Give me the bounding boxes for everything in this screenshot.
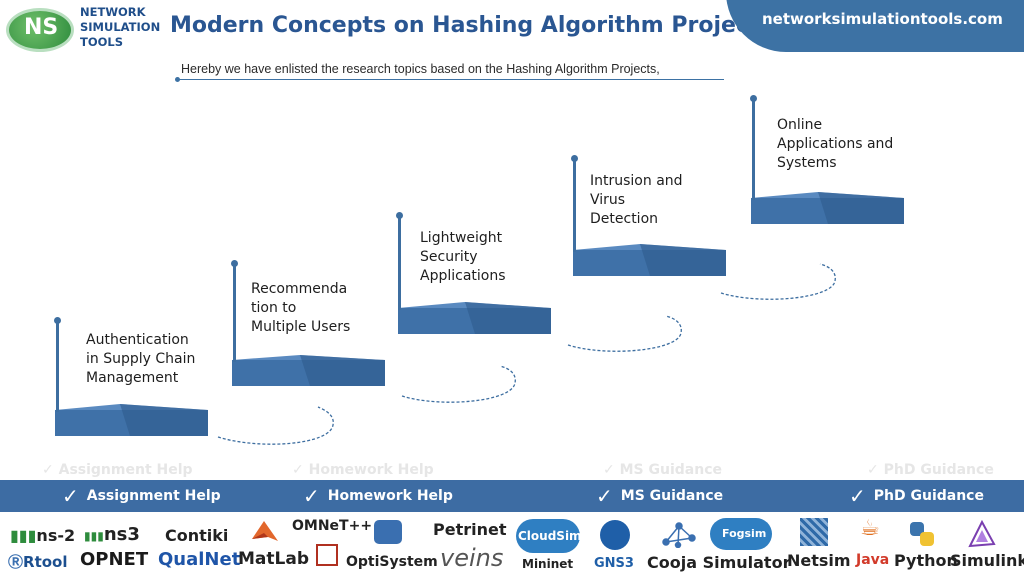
tool-ns3: ▮▮▮ns3 (84, 524, 140, 545)
check-icon: ✓ (303, 484, 320, 508)
tool-netsim: Netsim (787, 551, 851, 570)
step-block-2 (232, 355, 385, 386)
tool-omnet: OMNeT++ (292, 518, 373, 534)
tool-gns3: GNS3 (594, 556, 634, 571)
ghost-assignment: ✓ Assignment Help (42, 462, 193, 478)
ghost-phd: ✓ PhD Guidance (867, 462, 994, 478)
check-icon: ✓ (596, 484, 613, 508)
r-logo-icon: Ⓡ (8, 553, 24, 571)
tool-matlab: MatLab (238, 549, 309, 569)
tool-veins: veins (440, 544, 504, 572)
ghost-ms: ✓ MS Guidance (603, 462, 722, 478)
matlab-icon (250, 519, 280, 545)
step-block-3 (398, 302, 551, 334)
homework-help-link[interactable]: ✓Homework Help (303, 484, 453, 508)
logo-word-3: TOOLS (80, 35, 124, 49)
logo-word-1: NETWORK (80, 5, 146, 19)
arrow-arc-3 (567, 315, 682, 352)
cloudsim-icon (516, 519, 580, 553)
page-title: Modern Concepts on Hashing Algorithm Pro… (170, 13, 773, 38)
logo-word-2: SIMULATION (80, 20, 161, 34)
step-dot-2 (231, 260, 238, 267)
check-icon: ✓ (62, 484, 79, 508)
tool-rtool: ⓇRtool (8, 553, 68, 571)
tool-cooja: Cooja Simulator (647, 553, 791, 572)
assignment-help-link[interactable]: ✓Assignment Help (62, 484, 221, 508)
tool-qualnet: QualNet (158, 549, 241, 570)
step-dot-5 (750, 95, 757, 102)
tool-java: Java (856, 552, 890, 568)
fogsim-icon (710, 518, 772, 550)
tool-cloudsim: CloudSim (518, 529, 582, 543)
check-icon: ✓ (849, 484, 866, 508)
simulink-icon (966, 519, 996, 548)
step-post-1 (56, 322, 59, 412)
ms-guidance-link[interactable]: ✓MS Guidance (596, 484, 724, 508)
tool-ns2: ▮▮▮ns-2 (10, 526, 76, 545)
step-post-5 (752, 98, 755, 200)
netsim-icon (800, 518, 828, 546)
step-block-5 (751, 192, 904, 224)
logo-emblem (6, 8, 74, 52)
site-banner (726, 0, 1024, 52)
guidance-bar (0, 480, 1024, 512)
phd-guidance-link[interactable]: ✓PhD Guidance (849, 484, 984, 508)
tool-mininet: Mininet (522, 557, 574, 571)
tool-fogsim: Fogsim (722, 527, 767, 540)
tool-petrinet: Petrinet (433, 520, 507, 539)
tool-opnet: OPNET (80, 549, 149, 570)
step-block-4 (573, 244, 726, 276)
site-link[interactable]: networksimulationtools.com (762, 10, 1003, 28)
gns3-icon (600, 520, 630, 550)
step-dot-3 (396, 212, 403, 219)
page-subtitle: Hereby we have enlisted the research top… (181, 62, 660, 76)
optisystem-icon (316, 544, 338, 566)
staircase-diagram (55, 192, 904, 445)
arrow-arc-4 (720, 263, 836, 300)
tool-contiki: Contiki (165, 526, 229, 545)
tool-optisystem: OptiSystem (346, 554, 438, 570)
arrow-arc-2 (401, 365, 516, 403)
cooja-network-icon (662, 520, 696, 549)
step-block-1 (55, 404, 208, 436)
ghost-homework: ✓ Homework Help (292, 462, 434, 478)
optisystem-chip-icon (374, 520, 402, 544)
tool-python: Python (894, 551, 958, 570)
java-cup-icon: ☕ (860, 516, 880, 541)
subtitle-bullet (175, 77, 180, 82)
python-icon (908, 520, 936, 548)
step-post-4 (573, 158, 576, 252)
step-post-2 (233, 265, 236, 362)
brand-logo[interactable]: NS NETWORK SIMULATION TOOLS (6, 6, 166, 54)
step-post-3 (398, 215, 401, 310)
step-dot-1 (54, 317, 61, 324)
logo-initials: NS (24, 15, 59, 40)
subtitle-underline (178, 79, 724, 80)
arrow-arc-1 (217, 406, 334, 445)
step-dot-4 (571, 155, 578, 162)
tool-simulink: Simulink (950, 551, 1024, 570)
